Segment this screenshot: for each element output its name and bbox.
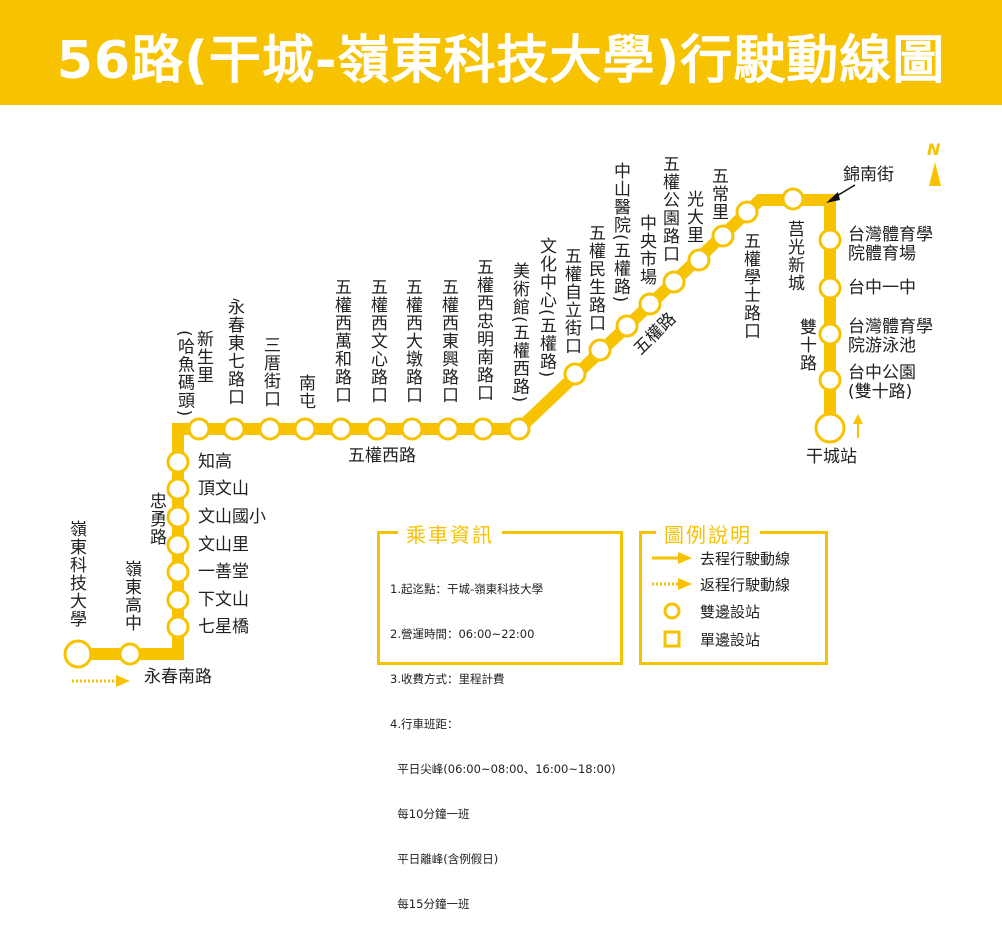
station-circle [63,639,93,669]
stop-label: 一善堂 [198,562,249,582]
stop-label: 五權西東興路口 [438,278,458,404]
station-circle [118,642,142,666]
station-circle [293,417,317,441]
stop-label: 台中一中 [848,278,916,298]
station-circle [365,417,389,441]
stop-label: 南屯 [295,374,315,410]
legend-item: 返程行駛動線 [700,576,791,594]
legend-item: 單邊設站 [700,631,761,649]
info-line: 1.起迄點：干城-嶺東科技大學 [390,582,544,596]
stop-label: 台灣體育學 院游泳池 [848,317,933,356]
station-circle [471,417,495,441]
road-label: 五權西路 [348,446,416,466]
header: 56路(干城-嶺東科技大學)行駛動線圖 [0,0,1002,105]
road-label: 忠勇路 [146,492,166,546]
stop-label: 五權西忠明南路口 [473,258,493,402]
page-title: 56路(干城-嶺東科技大學)行駛動線圖 [56,31,946,91]
route-map [63,162,941,687]
station-circle [166,477,190,501]
info-line: 3.收費方式：里程計費 [390,672,505,686]
station-circle [818,322,842,346]
station-circle [166,533,190,557]
info-line: 2.營運時間：06:00~22:00 [390,627,535,641]
north-arrow-icon [929,162,941,186]
station-circle [166,588,190,612]
terminal-label: 干城站 [806,447,857,467]
info-title: 乘車資訊 [398,519,502,548]
stop-label: 文山里 [198,535,249,555]
stop-label: 知高 [198,452,232,472]
road-label: 永春南路 [144,667,212,687]
stop-label: 台灣體育學 院體育場 [848,225,933,264]
stop-label: 五權西萬和路口 [331,278,351,404]
both-side-stop-icon [663,602,681,620]
compass-label: N [927,140,941,159]
station-circle [187,417,211,441]
station-circle [818,228,842,252]
station-circle [166,505,190,529]
info-line: 每15分鐘一班 [390,897,470,911]
stop-label: 中山醫院(五權路) [610,162,630,304]
info-line: 平日尖峰(06:00~08:00、16:00~18:00) [390,762,616,776]
station-circle [735,200,759,224]
stop-label: 台中公園 (雙十路) [848,363,916,402]
stop-label: 永春東七路口 [224,298,244,406]
stop-label: 七星橋 [198,617,249,637]
up-arrow-icon [853,414,863,424]
stop-label: 五權西文心路口 [367,278,387,404]
station-circle [166,615,190,639]
stop-label: 新生里 (哈魚碼頭) [174,330,213,418]
stop-label: 嶺東科技大學 [66,520,86,628]
station-circle [258,417,282,441]
one-side-stop-icon [663,630,681,648]
station-circle [400,417,424,441]
station-circle [818,276,842,300]
station-circle [166,450,190,474]
info-line: 4.行車班距： [390,717,459,731]
station-circle [222,417,246,441]
station-circle [638,292,662,316]
legend-symbols [652,552,692,648]
stop-label: 五權自立街口 [561,247,581,355]
stop-label: 嶺東高中 [121,560,141,632]
stop-label: 五權民生路口 [585,224,605,332]
stop-label: 文化中心(五權路) [536,237,556,379]
legend-item: 雙邊設站 [700,603,761,621]
stop-label: 頂文山 [198,479,249,499]
station-circle [588,338,612,362]
road-label: 錦南街 [843,165,894,185]
stop-label: 美術館(五權西路) [509,262,529,404]
info-box: 乘車資訊 1.起迄點：干城-嶺東科技大學 2.營運時間：06:00~22:00 … [377,519,623,911]
station-circle [781,187,805,211]
station-circle [329,417,353,441]
stop-label: 五權公園路口 [659,155,679,263]
info-line: 平日離峰(含例假日) [390,852,499,866]
stop-label: 五常里 [708,167,728,221]
station-circle [507,417,531,441]
station-circle [687,248,711,272]
info-line: 每10分鐘一班 [390,807,470,821]
stop-label: 莒光新城 [784,220,804,292]
station-circle [818,368,842,392]
stop-label: 文山國小 [198,507,266,527]
info-lines: 1.起迄點：干城-嶺東科技大學 2.營運時間：06:00~22:00 3.收費方… [390,552,616,942]
station-circle [615,314,639,338]
stop-label: 下文山 [198,590,249,610]
stop-label: 五權西大墩路口 [402,278,422,404]
legend-box: 圖例說明 去程行駛動線 返程行駛動線 雙邊設站 單邊設站 [639,519,828,665]
stop-label: 五權學士路口 [740,232,760,340]
station-circle [563,362,587,386]
road-label: 雙十路 [796,318,816,372]
station-circle [711,224,735,248]
legend-title: 圖例說明 [656,519,760,548]
legend-item: 去程行駛動線 [700,550,791,568]
station-circle [814,412,846,444]
stop-label: 中央市場 [636,214,656,286]
station-circle [662,270,686,294]
station-circle [166,560,190,584]
stop-label: 光大里 [683,190,703,244]
stop-label: 三厝街口 [260,336,280,408]
station-circle [436,417,460,441]
